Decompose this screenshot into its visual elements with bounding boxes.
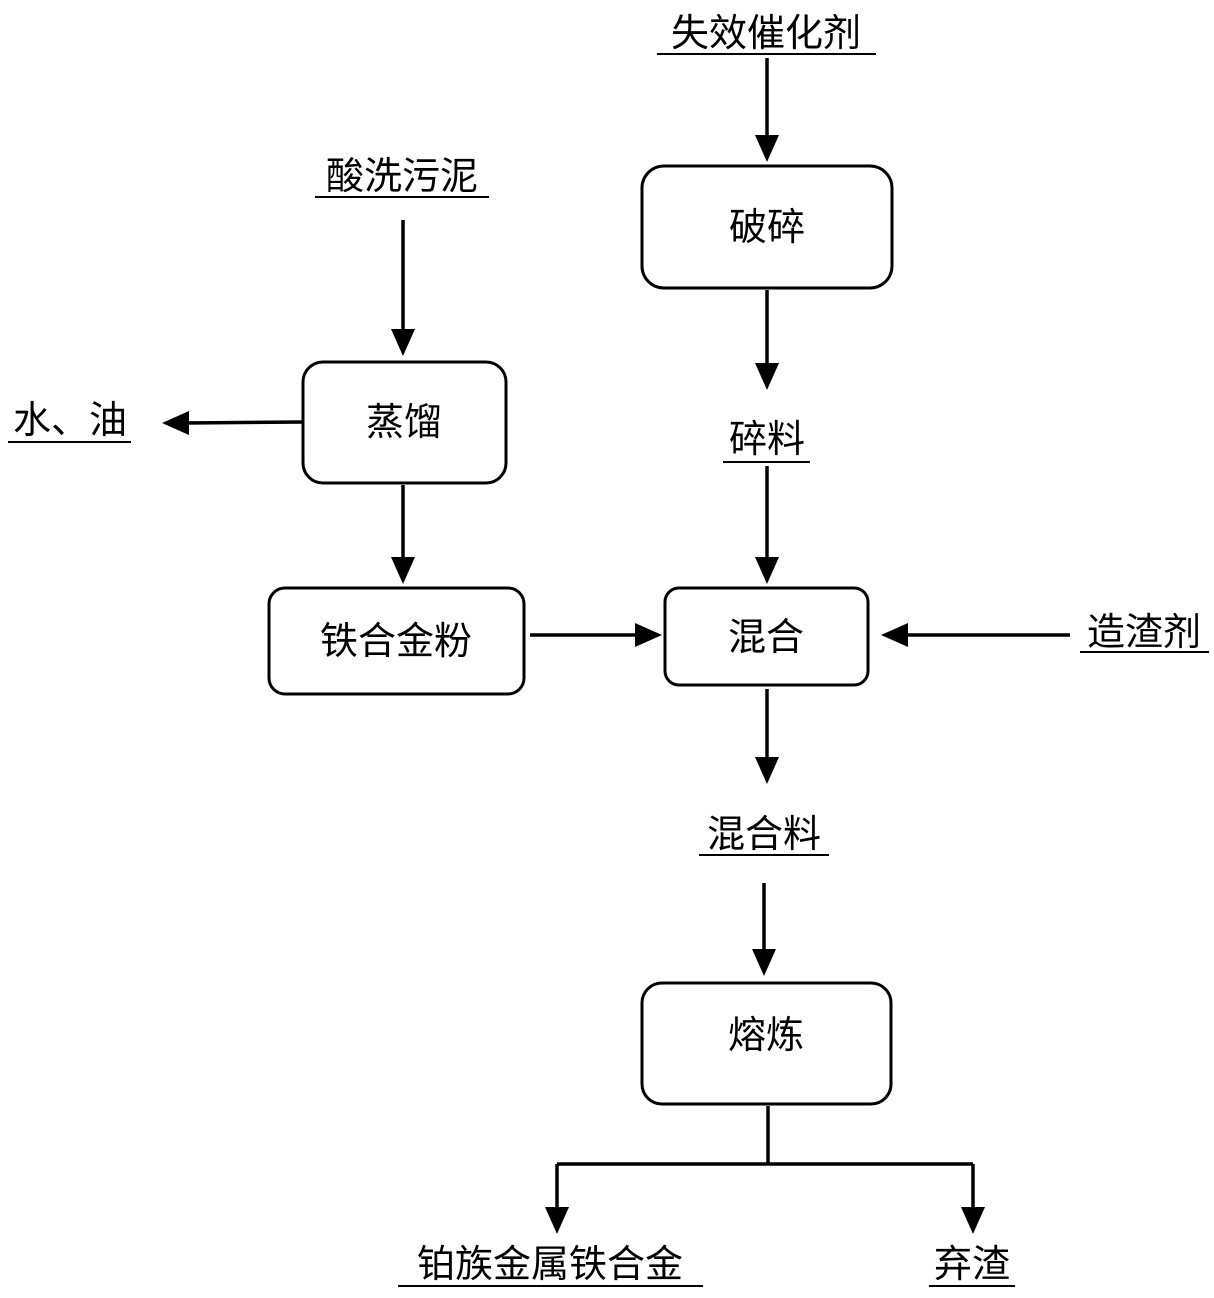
smelting-box: 熔炼 [640, 981, 893, 1106]
iron-alloy-powder-box: 铁合金粉 [267, 586, 526, 696]
spent-catalyst-label: 失效催化剂 [671, 11, 861, 55]
water-oil-label: 水、油 [13, 398, 127, 442]
water-oil-node: 水、油 [8, 398, 131, 443]
arrow-head-pgm-iron-alloy [545, 1207, 569, 1234]
smelting-label: 熔炼 [728, 1013, 804, 1057]
arrow-slag-agent-to-mixing [881, 623, 1070, 647]
pgm-iron-alloy-node: 铂族金属铁合金 [398, 1242, 703, 1287]
pickling-sludge-node: 酸洗污泥 [315, 154, 489, 198]
mixed-material-node: 混合料 [699, 812, 829, 856]
crushing-label: 破碎 [729, 205, 805, 249]
arrow-mixed-material-to-smelting [752, 883, 776, 976]
crushed-material-node: 碎料 [723, 417, 810, 463]
discarded-slag-node: 弃渣 [929, 1242, 1015, 1287]
distillation-box: 蒸馏 [301, 360, 508, 485]
slag-agent-node: 造渣剂 [1080, 610, 1209, 654]
arrow-crushed-material-to-mixing [755, 466, 779, 584]
pickling-sludge-label: 酸洗污泥 [326, 154, 478, 198]
slag-agent-label: 造渣剂 [1087, 610, 1201, 654]
arrow-iron-powder-to-mixing [530, 623, 662, 647]
arrow-distillation-to-water-oil [162, 411, 304, 435]
mixed-material-label: 混合料 [707, 812, 821, 856]
arrow-smelting-to-outputs [545, 1106, 985, 1234]
discarded-slag-label: 弃渣 [934, 1242, 1010, 1286]
iron-alloy-powder-label: 铁合金粉 [320, 619, 472, 663]
arrow-sludge-to-distillation [391, 220, 415, 356]
crushing-box: 破碎 [640, 164, 894, 290]
arrow-mixing-to-mixed-material [755, 689, 779, 784]
crushed-material-label: 碎料 [729, 417, 805, 461]
arrow-crushing-to-crushed-material [755, 290, 779, 390]
mixing-label: 混合 [728, 615, 804, 659]
mixing-box: 混合 [663, 586, 870, 687]
distillation-label: 蒸馏 [366, 400, 442, 444]
arrow-head-discarded-slag [961, 1207, 985, 1234]
spent-catalyst-node: 失效催化剂 [657, 11, 876, 55]
pgm-iron-alloy-label: 铂族金属铁合金 [417, 1242, 683, 1286]
arrow-distillation-to-iron-powder [391, 485, 415, 584]
arrow-catalyst-to-crushing [755, 58, 779, 162]
